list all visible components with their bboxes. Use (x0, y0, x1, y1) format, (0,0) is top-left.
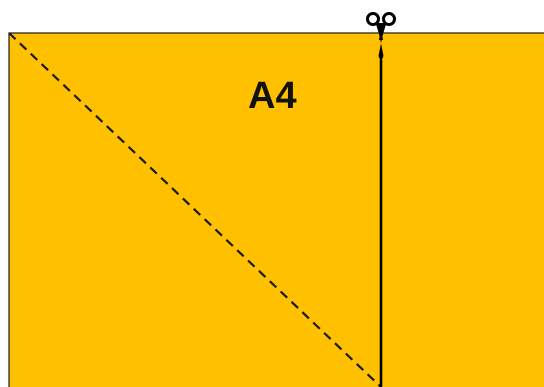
fold-line-dashed (8, 32, 382, 387)
scissors-icon (366, 12, 396, 62)
a4-paper-sheet (8, 32, 544, 387)
sheet-label: A4 (248, 75, 297, 117)
